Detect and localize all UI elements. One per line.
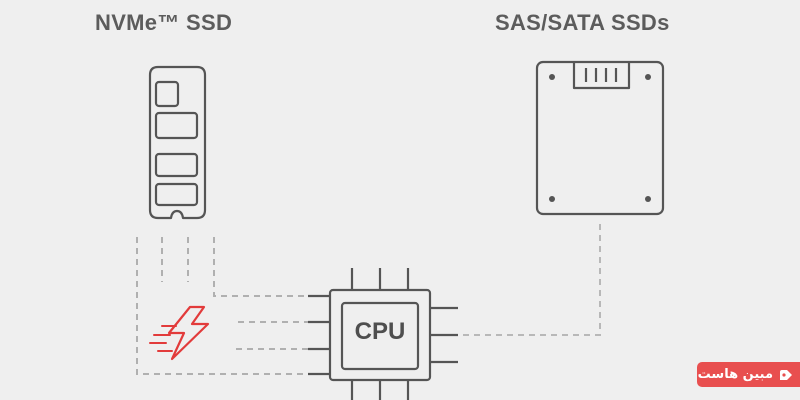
speed-lightning-icon (149, 305, 210, 361)
nvme-connectors (136, 237, 308, 375)
brand-badge[interactable]: مبین هاست (697, 362, 800, 387)
cpu-label: CPU (354, 318, 406, 345)
nvme-ssd-icon (148, 65, 207, 220)
ssd-screw-holes (549, 74, 651, 202)
cpu-chip-icon (308, 268, 458, 400)
nvme-title: NVMe™ SSD (95, 10, 233, 35)
sata-connector (458, 224, 601, 336)
sas-sata-ssd-icon (535, 60, 665, 216)
sas-sata-title: SAS/SATA SSDs (495, 10, 670, 35)
badge-logo-icon (780, 369, 792, 380)
brand-badge-text: مبین هاست (697, 367, 773, 382)
